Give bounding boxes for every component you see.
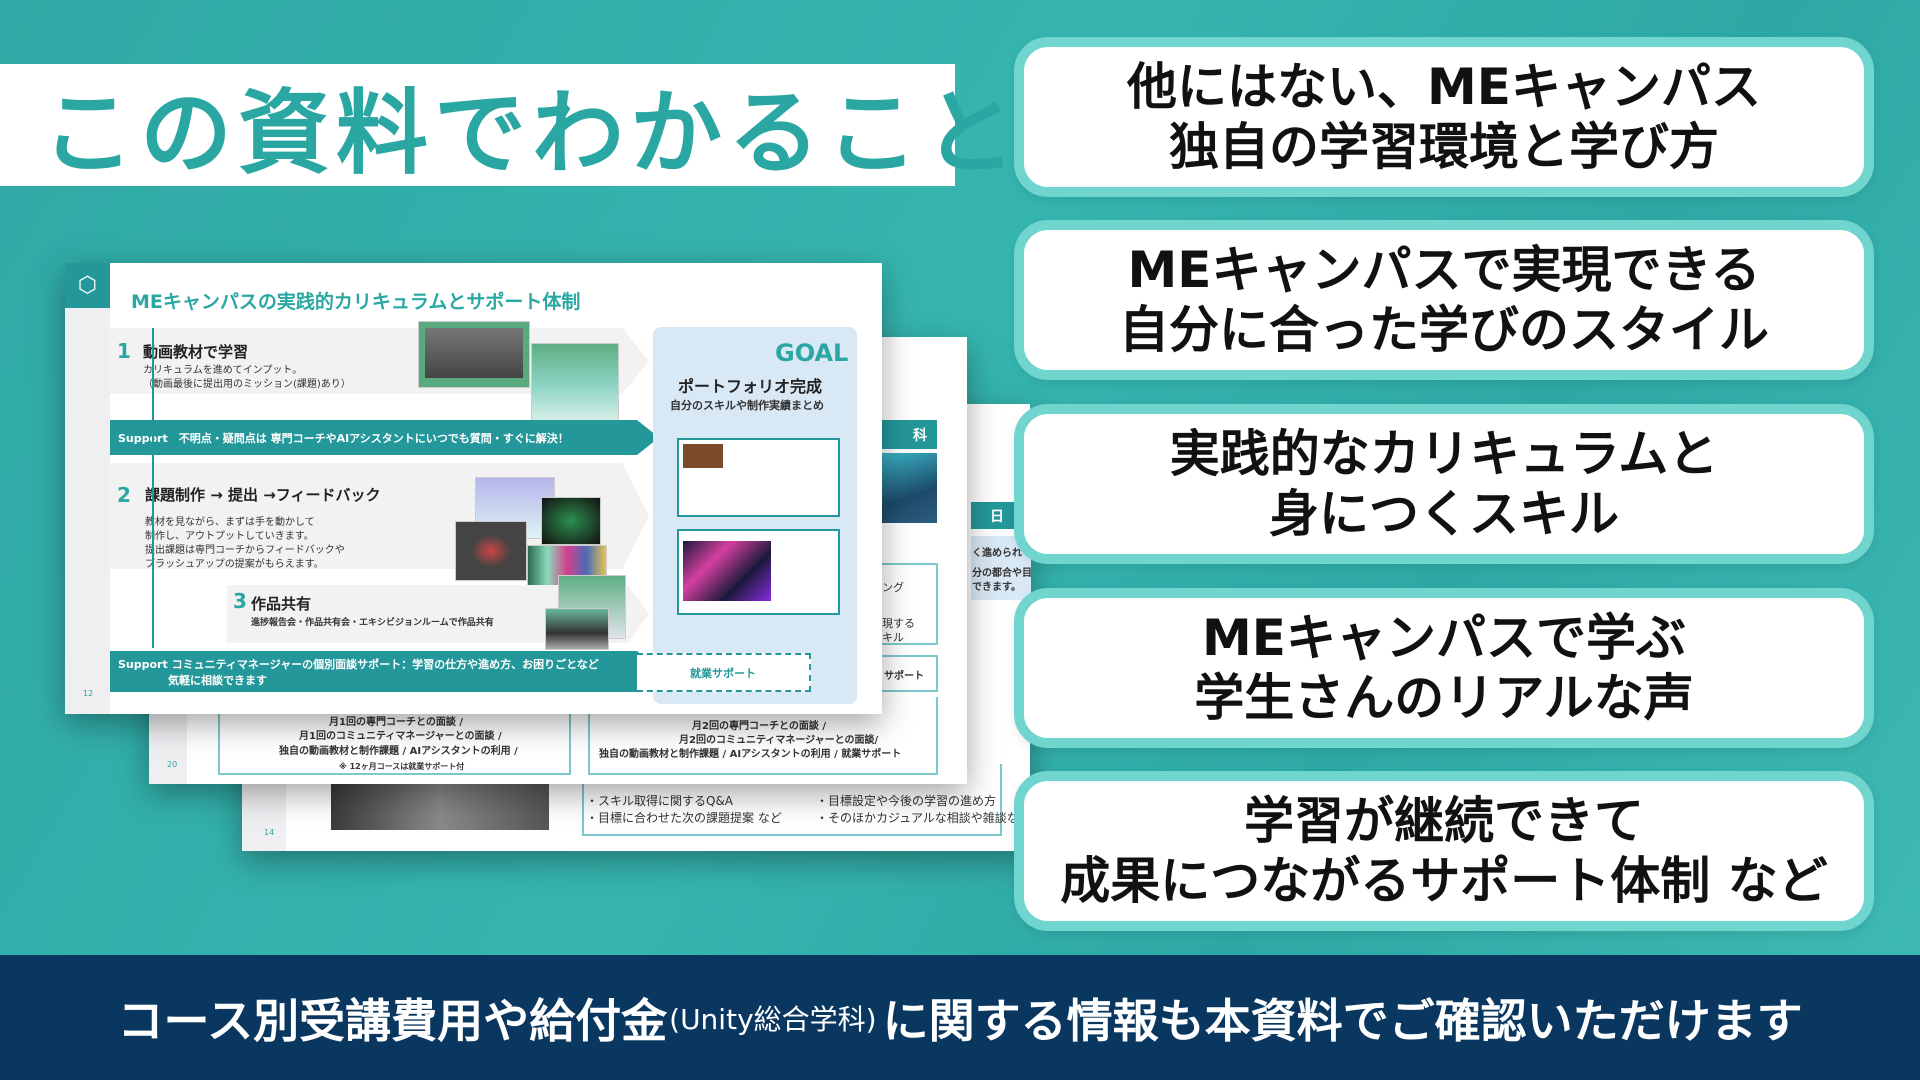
logo-cube-icon: ⬡ — [65, 263, 110, 308]
thumbnail — [418, 321, 530, 388]
photo — [331, 784, 549, 830]
page-number: 14 — [264, 828, 275, 837]
plan-text: 月2回の専門コーチとの面談 / — [692, 721, 826, 732]
headline: この資料でわかること — [42, 79, 1023, 187]
side-text: キル — [882, 631, 904, 644]
feature-card: 実践的なカリキュラムと身につくスキル — [1014, 404, 1874, 564]
step-desc: 教材を見ながら、まずは手を動かして — [145, 517, 315, 528]
bullet: ・目標に合わせた次の課題提案 など — [586, 811, 782, 825]
goal-label: GOAL — [775, 339, 849, 367]
flow-line — [152, 328, 154, 648]
thumbnail — [882, 453, 937, 523]
step-desc: カリキュラムを進めてインプット。 — [143, 365, 303, 376]
step-desc: 制作し、アウトプットしていきます。 — [145, 531, 314, 542]
step-desc: 進捗報告会・作品共有会・エキシビジョンルームで作品共有 — [251, 618, 494, 628]
feature-card: 他にはない、MEキャンパス独自の学習環境と学び方 — [1014, 37, 1874, 197]
thumbnail — [455, 521, 527, 581]
goal-subtitle: 自分のスキルや制作実績まとめ — [670, 399, 824, 412]
column-header: 科 — [882, 420, 937, 449]
step-desc: （動画最後に提出用のミッション(課題)あり） — [143, 379, 351, 390]
step-title: 課題制作 → 提出 →フィードバック — [145, 486, 381, 504]
bullet: ・そのほかカジュアルな相談や雑談など — [816, 811, 1031, 825]
support-banner: Support コミュニティマネージャーの個別面談サポート：学習の仕方や進め方、… — [110, 651, 659, 692]
side-text: く進められ — [972, 548, 1022, 559]
thumbnail — [541, 497, 601, 545]
thumbnail — [531, 343, 619, 430]
plan-text: 独自の動画教材と制作課題 / AIアシスタントの利用 / 就業サポート — [599, 749, 902, 760]
career-support-arrow: 就業サポート — [637, 653, 811, 692]
portfolio-thumbnail — [677, 438, 840, 517]
plan-text: 月1回の専門コーチとの面談 / — [329, 717, 463, 728]
step-desc: 提出課題は専門コーチからフィードバックや — [145, 545, 345, 556]
feature-card: MEキャンパスで学ぶ学生さんのリアルな声 — [1014, 588, 1874, 748]
side-box — [882, 655, 938, 692]
step-number: 1 — [117, 339, 131, 363]
bullet: ・スキル取得に関するQ&A — [586, 794, 734, 808]
front-slide: ⬡ 12 MEキャンパスの実践的カリキュラムとサポート体制 1 動画教材で学習 … — [65, 263, 882, 714]
plan-note: ※ 12ヶ月コースは就業サポート付 — [339, 762, 465, 771]
side-text: サポート — [884, 671, 924, 682]
page-number: 12 — [83, 689, 94, 698]
slide-title: MEキャンパスの実践的カリキュラムとサポート体制 — [131, 291, 581, 313]
slide-sidebar — [65, 263, 110, 714]
headline-banner: この資料でわかること — [0, 64, 1016, 187]
side-text: できます。 — [972, 582, 1021, 593]
side-text: ング — [882, 581, 904, 594]
side-text: 分の都合や目 — [972, 568, 1032, 579]
goal-title: ポートフォリオ完成 — [678, 377, 823, 396]
step-number: 2 — [117, 483, 131, 507]
feature-card: 学習が継続できて成果につながるサポート体制 など — [1014, 771, 1874, 931]
footer-banner: コース別受講費用や給付金(Unity総合学科)に関する情報も本資料でご確認いただ… — [0, 955, 1920, 1080]
plan-text: 独自の動画教材と制作課題 / AIアシスタントの利用 / — [279, 746, 518, 757]
page-number: 20 — [167, 760, 178, 769]
side-box — [882, 563, 938, 645]
plan-text: 月1回のコミュニティマネージャーとの面談 / — [299, 731, 502, 742]
step-title: 作品共有 — [251, 595, 312, 613]
step-number: 3 — [233, 589, 247, 613]
portfolio-thumbnail — [677, 529, 840, 615]
plan-text: 月2回のコミュニティマネージャーとの面談/ — [679, 735, 879, 746]
step-title: 動画教材で学習 — [143, 343, 249, 361]
bullet: ・目標設定や今後の学習の進め方 — [816, 794, 997, 808]
support-banner: Support 不明点・疑問点は 専門コーチやAIアシスタントにいつでも質問・す… — [110, 420, 659, 455]
feature-card: MEキャンパスで実現できる自分に合った学びのスタイル — [1014, 220, 1874, 380]
thumbnail — [545, 608, 609, 650]
step-desc: ブラッシュアップの提案がもらえます。 — [145, 559, 324, 570]
side-text: 現する — [882, 617, 915, 630]
